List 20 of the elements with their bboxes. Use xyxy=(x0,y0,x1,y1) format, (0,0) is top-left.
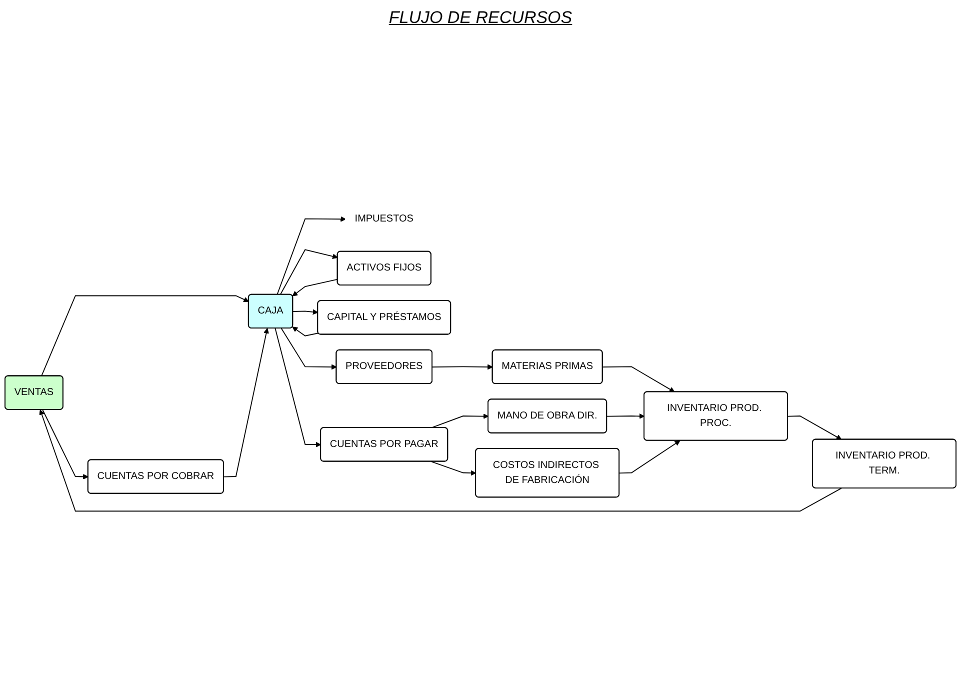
arrow xyxy=(292,279,338,297)
arrow xyxy=(292,327,319,337)
arrow xyxy=(223,328,269,478)
arrow xyxy=(41,296,249,377)
node-text: IMPUESTOS xyxy=(354,214,414,224)
arrow xyxy=(787,416,842,440)
arrow xyxy=(280,250,338,296)
arrow xyxy=(430,414,489,429)
arrow xyxy=(42,410,88,480)
arrow xyxy=(606,414,645,420)
arrow xyxy=(280,328,337,370)
arrow xyxy=(430,462,476,476)
arrow xyxy=(292,310,318,316)
diagram-title: FLUJO DE RECURSOS xyxy=(388,8,574,28)
arrow xyxy=(276,216,346,296)
arrow xyxy=(274,328,322,448)
arrow xyxy=(39,410,842,512)
arrow xyxy=(618,440,680,474)
arrow xyxy=(602,366,675,393)
arrow xyxy=(432,364,493,370)
